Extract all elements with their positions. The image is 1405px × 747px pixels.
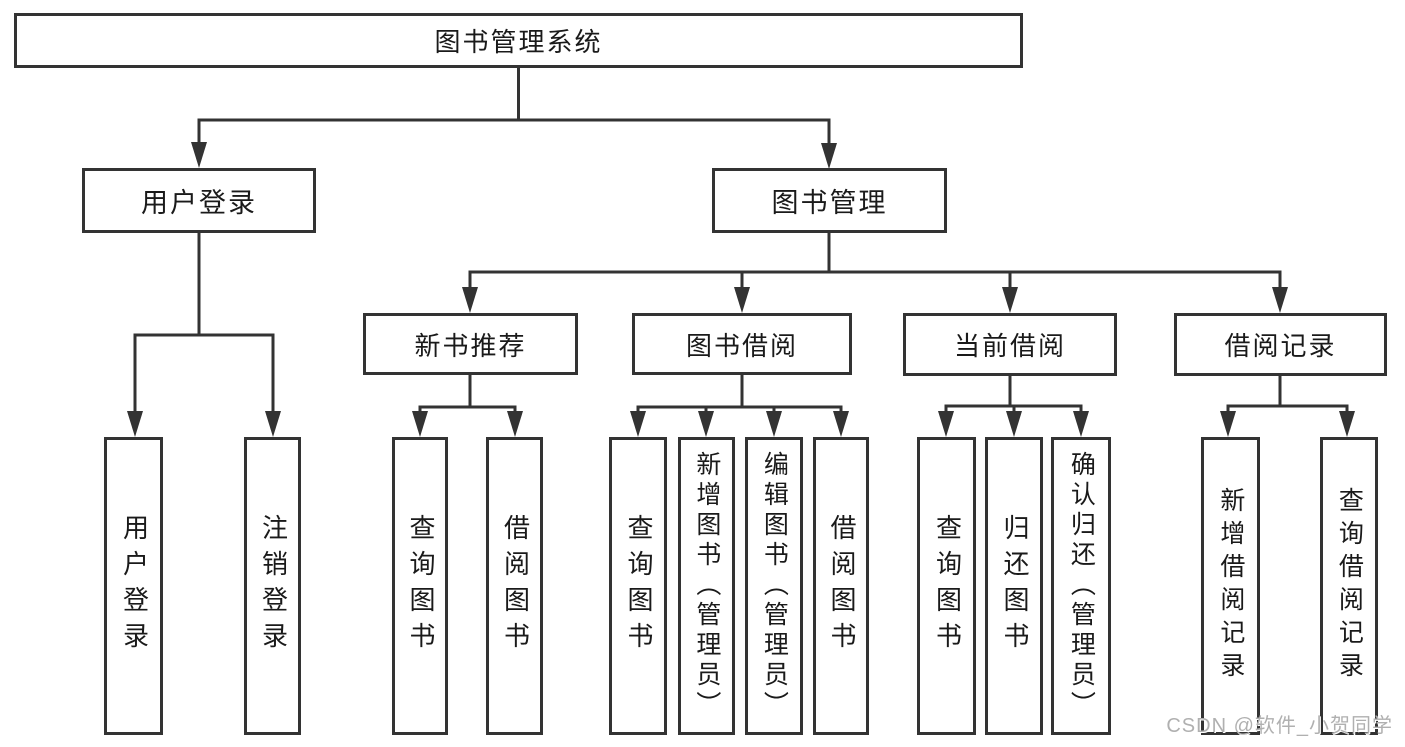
connector-book-management-children xyxy=(462,231,1288,313)
connector-borrow-records-children xyxy=(1220,374,1355,437)
connector-book-borrow-children xyxy=(630,373,849,437)
leaf-user-login-label: 用户登录 xyxy=(119,514,150,658)
leaf-borrow-books-recommend-label: 借阅图书 xyxy=(500,514,531,658)
node-book-management-label: 图书管理 xyxy=(771,188,888,218)
leaf-return-books-label: 归还图书 xyxy=(999,514,1030,658)
leaf-confirm-return-admin-label: 确认归还（管理员） xyxy=(1067,451,1096,721)
leaf-edit-books-admin: 编辑图书（管理员） xyxy=(745,437,803,735)
leaf-query-books-borrowing: 查询图书 xyxy=(609,437,667,735)
leaf-add-books-admin: 新增图书（管理员） xyxy=(678,437,735,735)
leaf-query-books-recommend-label: 查询图书 xyxy=(405,514,436,658)
leaf-logout-login-label: 注销登录 xyxy=(258,514,289,658)
leaf-edit-books-admin-label: 编辑图书（管理员） xyxy=(760,451,789,721)
node-current-borrowing-label: 当前借阅 xyxy=(953,331,1066,361)
node-current-borrowing: 当前借阅 xyxy=(903,313,1117,376)
leaf-query-borrow-record-label: 查询借阅记录 xyxy=(1335,487,1364,685)
node-book-management: 图书管理 xyxy=(712,168,947,233)
leaf-query-books-current: 查询图书 xyxy=(917,437,976,735)
node-borrowing-records-label: 借阅记录 xyxy=(1224,331,1337,361)
leaf-query-borrow-record: 查询借阅记录 xyxy=(1320,437,1378,735)
leaf-logout-login: 注销登录 xyxy=(244,437,301,735)
leaf-return-books: 归还图书 xyxy=(985,437,1043,735)
leaf-user-login: 用户登录 xyxy=(104,437,163,735)
node-user-login: 用户登录 xyxy=(82,168,316,233)
node-library-system: 图书管理系统 xyxy=(14,13,1023,68)
node-book-borrowing-label: 图书借阅 xyxy=(685,330,798,361)
leaf-borrow-books-recommend: 借阅图书 xyxy=(486,437,543,735)
node-user-login-label: 用户登录 xyxy=(141,188,257,218)
node-new-book-recommendation: 新书推荐 xyxy=(363,313,578,375)
connector-current-borrow-children xyxy=(938,374,1089,437)
leaf-query-books-borrowing-label: 查询图书 xyxy=(623,514,654,658)
node-library-system-label: 图书管理系统 xyxy=(434,27,603,57)
node-book-borrowing: 图书借阅 xyxy=(632,313,852,375)
leaf-borrow-books-borrowing-label: 借阅图书 xyxy=(826,514,857,658)
leaf-confirm-return-admin: 确认归还（管理员） xyxy=(1051,437,1111,735)
leaf-query-books-current-label: 查询图书 xyxy=(932,514,963,658)
leaf-add-borrow-record: 新增借阅记录 xyxy=(1201,437,1260,735)
leaf-add-books-admin-label: 新增图书（管理员） xyxy=(692,451,721,721)
leaf-query-books-recommend: 查询图书 xyxy=(392,437,448,735)
connector-root-to-level2 xyxy=(191,66,837,169)
connector-new-book-children xyxy=(412,373,523,437)
connector-user-login-children xyxy=(127,230,281,437)
watermark-text: CSDN @软件_小贺同学 xyxy=(1166,715,1393,737)
node-borrowing-records: 借阅记录 xyxy=(1174,313,1387,376)
leaf-add-borrow-record-label: 新增借阅记录 xyxy=(1216,487,1245,685)
node-new-book-recommendation-label: 新书推荐 xyxy=(414,330,527,361)
leaf-borrow-books-borrowing: 借阅图书 xyxy=(813,437,869,735)
